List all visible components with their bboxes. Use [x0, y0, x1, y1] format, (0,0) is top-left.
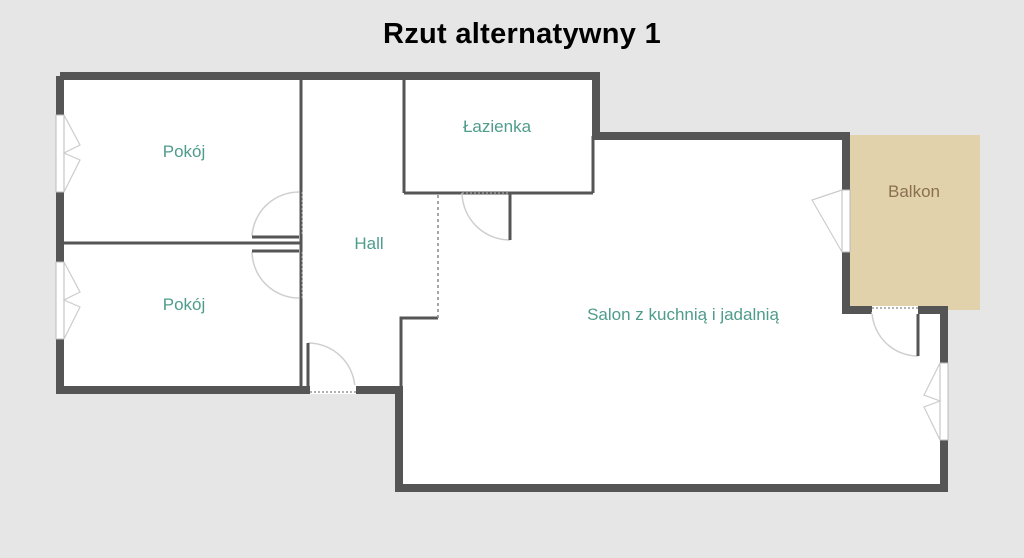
room-label-lazienka: Łazienka [462, 117, 532, 136]
apartment-floor [64, 79, 944, 486]
balcony-floor [846, 135, 980, 310]
room-label-hall: Hall [354, 234, 384, 253]
door-openings [301, 192, 918, 394]
plan-title: Rzut alternatywny 1 [382, 18, 662, 50]
room-label-pokoj-2: Pokój [162, 295, 206, 314]
room-label-balkon: Balkon [888, 182, 940, 201]
door-swings [251, 191, 919, 391]
room-label-salon: Salon z kuchnią i jadalnią [587, 305, 779, 324]
windows [55, 114, 949, 441]
interior-walls [64, 79, 595, 387]
outer-walls [56, 72, 948, 492]
door-leaves [252, 193, 920, 388]
room-label-pokoj-1: Pokój [162, 142, 206, 161]
